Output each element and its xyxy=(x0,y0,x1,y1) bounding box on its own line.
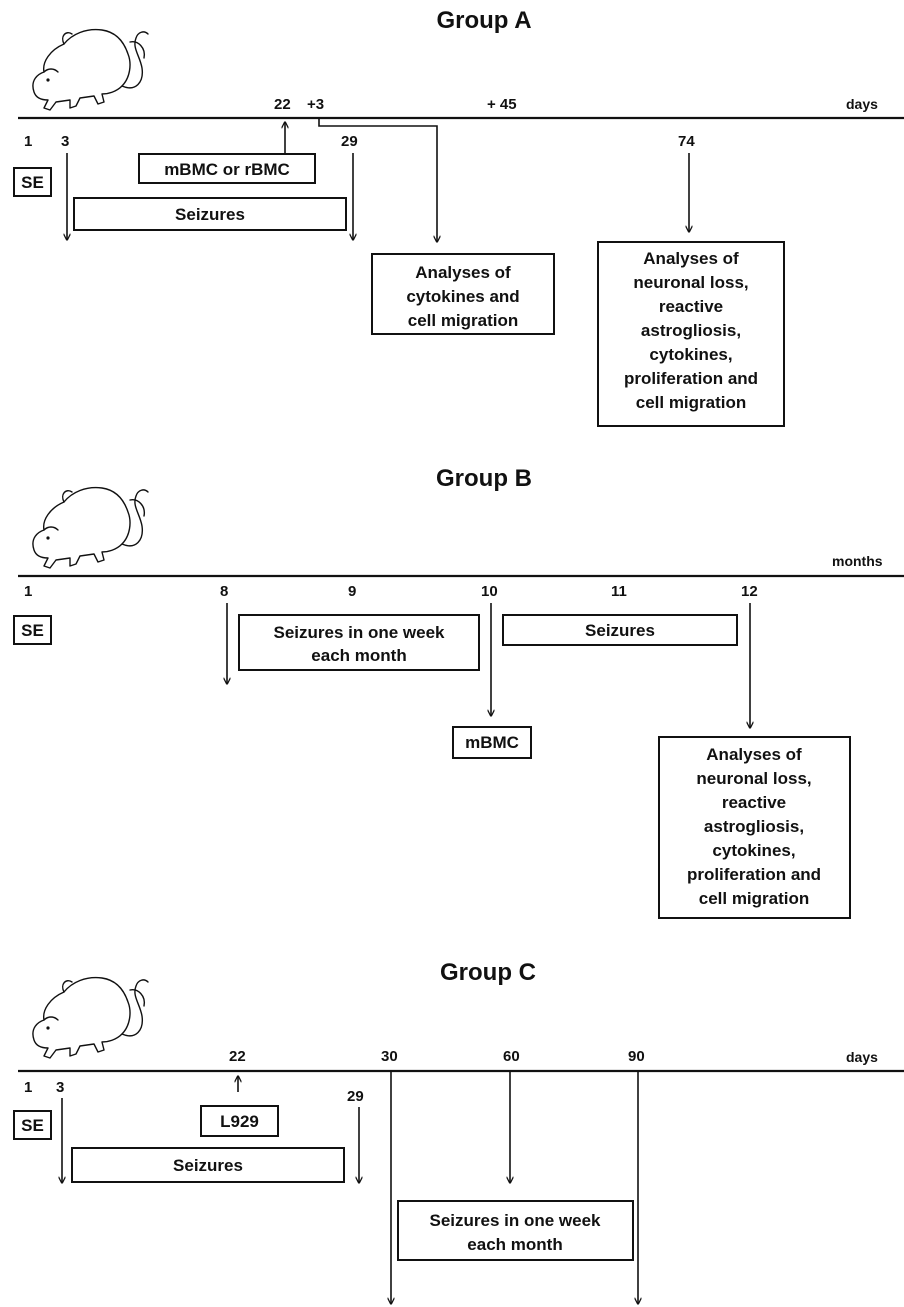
group-c-tick-22: 22 xyxy=(229,1048,246,1065)
group-b-title: Group B xyxy=(436,465,532,492)
group-c-seizures-weekly-line-1: Seizures in one week xyxy=(429,1211,601,1230)
rat-icon xyxy=(32,28,149,111)
group-a-tick-22: 22 xyxy=(274,96,291,113)
group-b-se-label: SE xyxy=(21,621,44,640)
group-b-analyses-line-4: astrogliosis, xyxy=(704,817,804,836)
group-b-tick-12: 12 xyxy=(741,583,758,600)
group-b-mbmc-label: mBMC xyxy=(465,733,519,752)
group-b-tick-11: 11 xyxy=(611,583,627,600)
group-a-analyses-late-line-4: astrogliosis, xyxy=(641,321,741,340)
group-a-analyses-early-line-2: cytokines and xyxy=(406,287,519,306)
group-a-analyses-late-line-6: proliferation and xyxy=(624,369,758,388)
group-b-analyses-line-1: Analyses of xyxy=(706,745,802,764)
group-b-analyses-line-7: cell migration xyxy=(699,889,810,908)
group-a-tick-plus3: +3 xyxy=(307,96,324,113)
group-a-tick-1: 1 xyxy=(24,133,32,150)
group-a-tick-74: 74 xyxy=(678,133,695,150)
group-a-analyses-late-line-3: reactive xyxy=(659,297,723,316)
group-a-unit: days xyxy=(846,96,878,112)
group-a-analyses-late-box xyxy=(597,241,785,427)
group-b: Group B months 1 8 9 10 11 12 SE Seizure… xyxy=(13,465,904,919)
group-b-tick-10: 10 xyxy=(481,583,498,600)
group-c-tick-90: 90 xyxy=(628,1048,645,1065)
group-a-tick-29: 29 xyxy=(341,133,358,150)
group-b-unit: months xyxy=(832,553,883,569)
group-a-analyses-late-line-2: neuronal loss, xyxy=(633,273,748,292)
rat-icon xyxy=(32,486,149,569)
group-a-bmc-label: mBMC or rBMC xyxy=(164,160,290,179)
group-a-analyses-early-line-1: Analyses of xyxy=(415,263,511,282)
group-a-se-box xyxy=(13,167,52,197)
group-b-analyses-line-2: neuronal loss, xyxy=(696,769,811,788)
group-b-seizures-weekly-box xyxy=(238,614,480,671)
group-c-tick-1: 1 xyxy=(24,1079,32,1096)
group-b-tick-9: 9 xyxy=(348,583,356,600)
group-b-seizures-box xyxy=(502,614,738,646)
group-c-seizures-weekly-line-2: each month xyxy=(467,1235,562,1254)
group-b-mbmc-box xyxy=(452,726,532,759)
group-b-seizures-weekly-line-1: Seizures in one week xyxy=(273,623,445,642)
group-a-se-label: SE xyxy=(21,173,44,192)
group-b-analyses-box xyxy=(658,736,851,919)
group-c-tick-30: 30 xyxy=(381,1048,398,1065)
group-c-tick-60: 60 xyxy=(503,1048,520,1065)
group-b-seizures-label: Seizures xyxy=(585,621,655,640)
group-a-analyses-late-line-1: Analyses of xyxy=(643,249,739,268)
group-b-seizures-weekly-line-2: each month xyxy=(311,646,406,665)
group-b-tick-8: 8 xyxy=(220,583,228,600)
group-a: Group A days 1 3 22 +3 + 45 29 74 SE mBM… xyxy=(13,7,904,427)
group-b-analyses-line-3: reactive xyxy=(722,793,786,812)
group-c-l929-label: L929 xyxy=(220,1112,259,1131)
group-c-seizures-label: Seizures xyxy=(173,1156,243,1175)
group-c: Group C days 1 3 22 29 30 60 90 SE L929 … xyxy=(13,959,904,1304)
group-c-unit: days xyxy=(846,1049,878,1065)
group-c-tick-3: 3 xyxy=(56,1079,64,1096)
group-a-tick-plus45: + 45 xyxy=(487,96,517,113)
group-c-title: Group C xyxy=(440,959,536,986)
group-c-tick-29: 29 xyxy=(347,1088,364,1105)
group-c-se-label: SE xyxy=(21,1116,44,1135)
group-a-bmc-box xyxy=(138,153,316,184)
group-a-tick-3: 3 xyxy=(61,133,69,150)
group-c-seizures-weekly-box xyxy=(397,1200,634,1261)
group-b-se-box xyxy=(13,615,52,645)
group-a-analyses-early-box xyxy=(371,253,555,335)
group-c-se-box xyxy=(13,1110,52,1140)
group-a-analyses-early-line-3: cell migration xyxy=(408,311,519,330)
group-a-seizures-label: Seizures xyxy=(175,205,245,224)
group-a-seizures-box xyxy=(73,197,347,231)
group-a-analyses-late-line-5: cytokines, xyxy=(649,345,732,364)
group-b-analyses-line-6: proliferation and xyxy=(687,865,821,884)
group-c-seizures-box xyxy=(71,1147,345,1183)
group-c-l929-box xyxy=(200,1105,279,1137)
group-a-analyses-late-line-7: cell migration xyxy=(636,393,747,412)
group-b-analyses-line-5: cytokines, xyxy=(712,841,795,860)
group-a-plus3-arrow xyxy=(318,118,437,242)
rat-icon xyxy=(32,976,149,1059)
group-a-title: Group A xyxy=(436,7,531,34)
group-b-tick-1: 1 xyxy=(24,583,32,600)
